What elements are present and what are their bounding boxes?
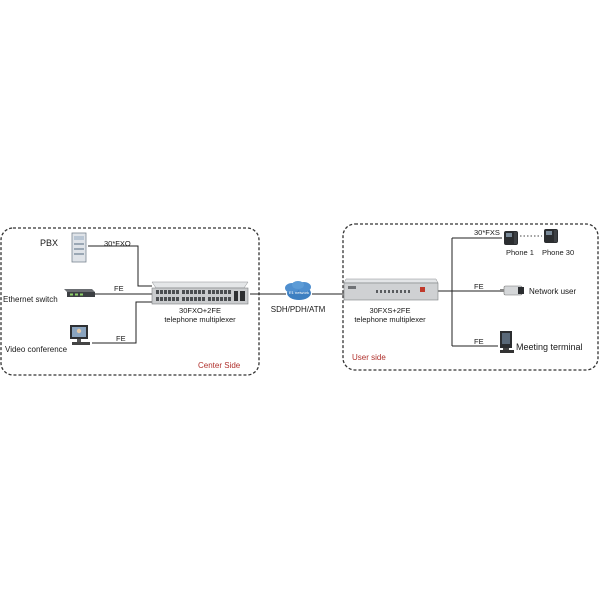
- video-wire: [92, 301, 152, 344]
- transport-label: SDH/PDH/ATM: [271, 305, 326, 314]
- user-side-label: User side: [352, 353, 386, 362]
- phone-link-label: 30*FXS: [474, 228, 500, 237]
- phone-1-label: Phone 1: [506, 248, 534, 257]
- video-conference-icon: [70, 325, 90, 345]
- ethernet-link-label: FE: [114, 284, 124, 293]
- user-device-line2: telephone multiplexer: [354, 315, 426, 324]
- pbx-wire: [88, 245, 152, 287]
- pbx-icon: [71, 232, 87, 263]
- phone-30-label: Phone 30: [542, 248, 574, 257]
- video-link-label: FE: [116, 334, 126, 343]
- meeting-terminal-label: Meeting terminal: [516, 342, 583, 352]
- network-user-label: Network user: [529, 287, 576, 296]
- pbx-label: PBX: [40, 238, 58, 248]
- center-multiplexer-icon: [151, 281, 249, 305]
- center-device-line2: telephone multiplexer: [164, 315, 236, 324]
- center-device-line1: 30FXO+2FE: [179, 306, 221, 315]
- cloud-label: E1 network: [289, 290, 309, 295]
- pbx-link-label: 30*FXO: [104, 239, 131, 248]
- user-device-line1: 30FXS+2FE: [369, 306, 410, 315]
- user-multiplexer-icon: [343, 278, 439, 301]
- phone-1-icon: [504, 231, 518, 245]
- network-camera-icon: [500, 285, 524, 296]
- wiring: [88, 237, 502, 347]
- phone-30-icon: [544, 229, 558, 243]
- ethernet-switch-icon: [64, 289, 95, 297]
- meeting-link-label: FE: [474, 337, 484, 346]
- meeting-terminal-icon: [500, 331, 514, 353]
- user-side-zone: [342, 223, 599, 371]
- video-conference-label: Video conference: [5, 345, 68, 354]
- center-side-label: Center Side: [198, 361, 241, 370]
- center-side-zone: [0, 227, 260, 376]
- network-link-label: FE: [474, 282, 484, 291]
- e1-network-cloud-icon: [285, 281, 311, 300]
- ethernet-switch-label: Ethernet switch: [3, 295, 58, 304]
